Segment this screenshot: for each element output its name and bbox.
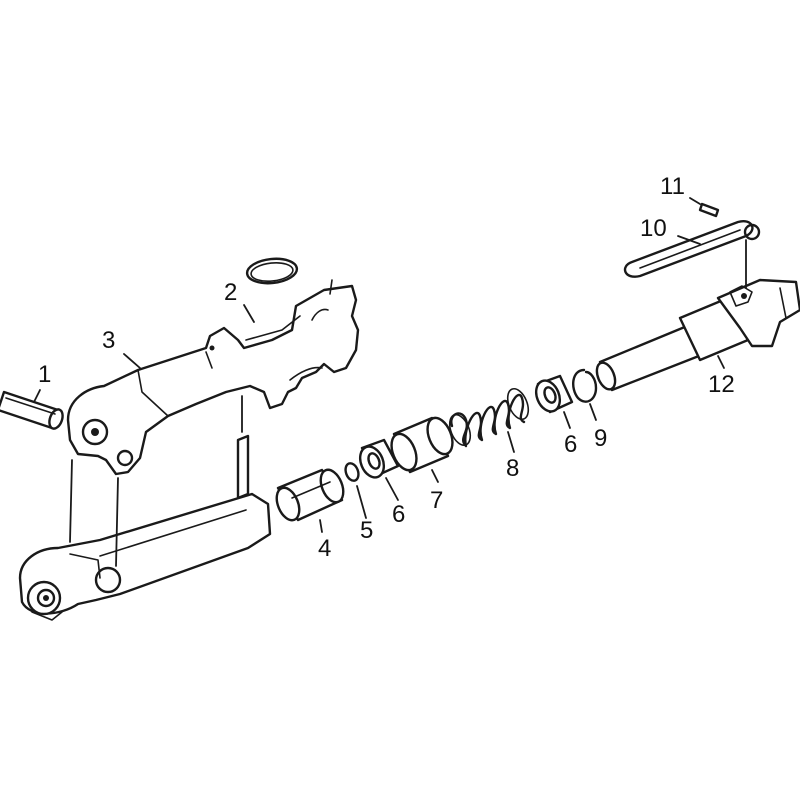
callout-labels: 1 2 3 4 5 6 7 8 6 9 10 11 12	[38, 173, 735, 562]
callout-8: 8	[506, 455, 519, 482]
part-6-bearing-right	[534, 374, 574, 414]
callout-4: 4	[318, 535, 331, 562]
part-10-cotter-pin	[623, 220, 761, 278]
callout-5: 5	[360, 517, 373, 544]
callout-11: 11	[660, 173, 685, 200]
part-12-rod	[595, 278, 800, 392]
callout-9: 9	[594, 425, 607, 452]
part-6-bearing-left	[358, 438, 400, 479]
part-7-sleeve	[390, 416, 454, 474]
part-1-pin	[0, 390, 64, 430]
part-8-spring	[448, 387, 530, 448]
callout-1: 1	[38, 361, 51, 388]
part-3-lift-arm	[66, 279, 360, 476]
part-4-bushing	[275, 468, 345, 522]
leader-lines	[33, 197, 725, 533]
part-11-pin	[698, 202, 720, 218]
part-2-ring	[245, 257, 299, 285]
assembly-lines	[69, 239, 747, 567]
callout-6a: 6	[392, 501, 405, 528]
callout-6b: 6	[564, 431, 577, 458]
callout-3: 3	[102, 327, 115, 354]
lower-link-arm	[18, 434, 272, 621]
callout-12: 12	[708, 371, 735, 398]
callout-7: 7	[430, 487, 443, 514]
callout-2: 2	[224, 279, 237, 306]
part-9-circlip	[572, 368, 598, 403]
part-5-washer	[344, 462, 360, 482]
callout-10: 10	[640, 215, 667, 242]
